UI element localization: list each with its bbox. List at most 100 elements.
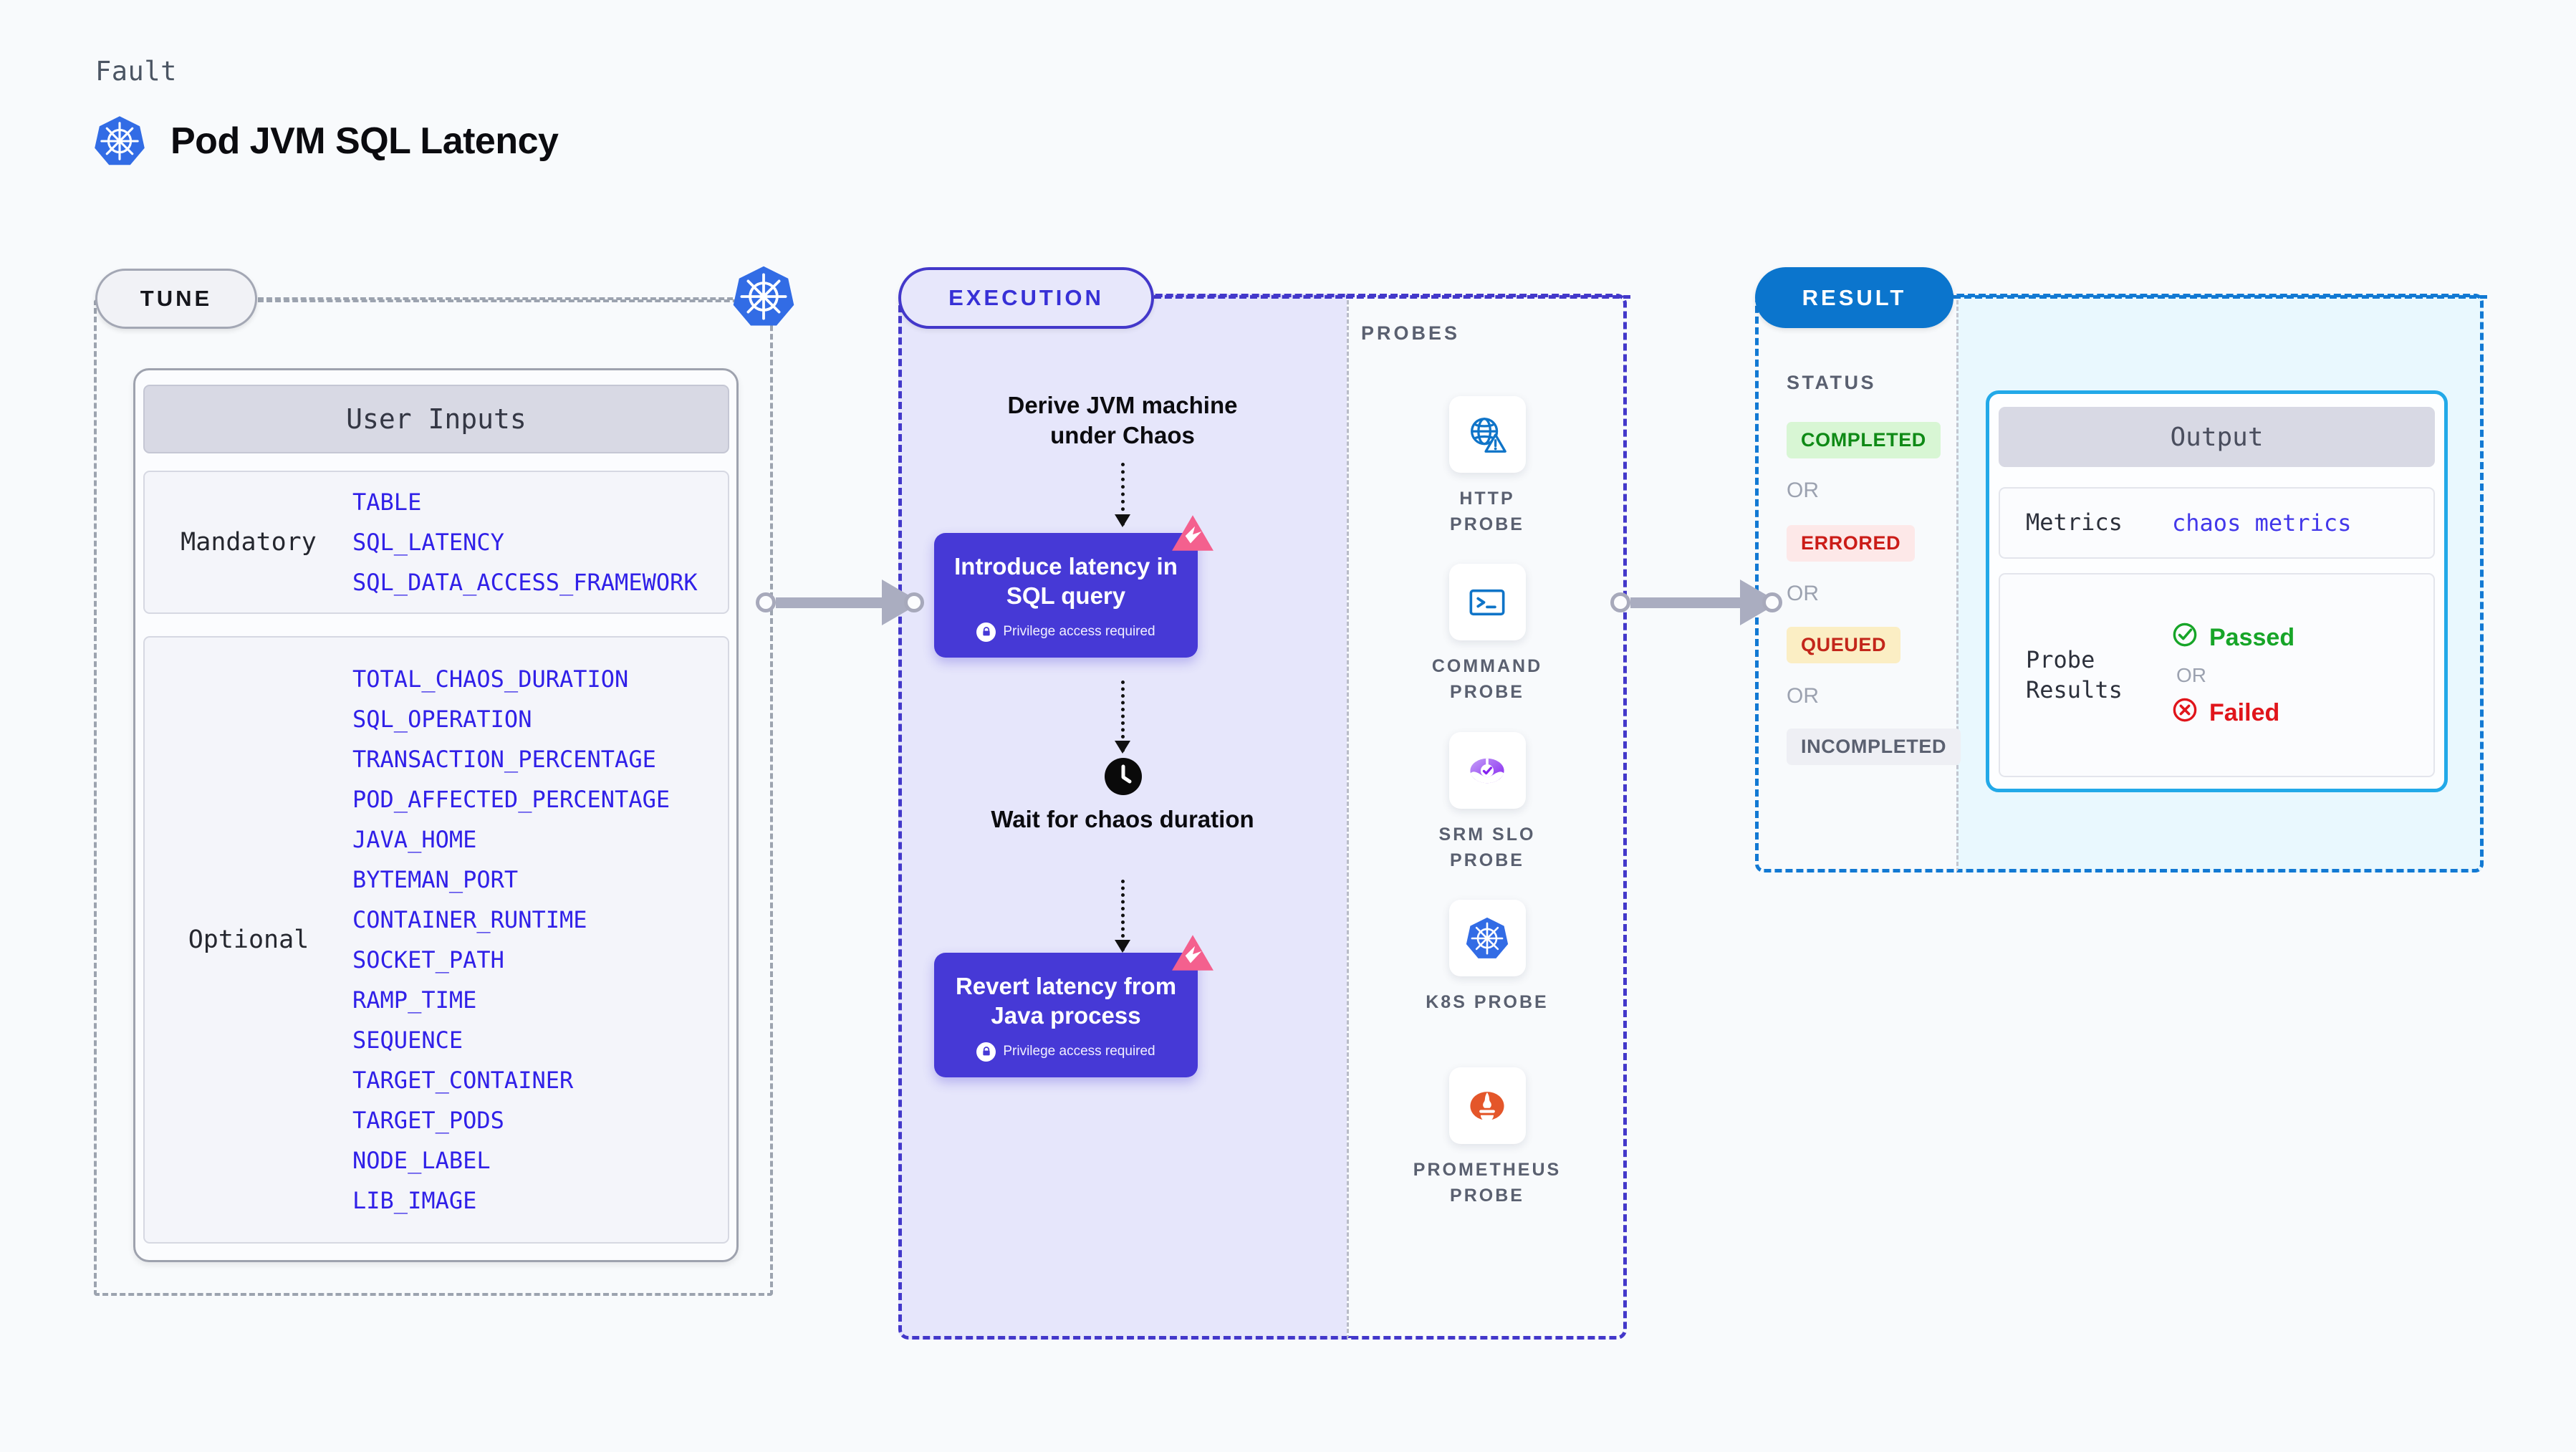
connector-tune-to-execution [756, 580, 924, 625]
optional-group-label: Optional [188, 925, 309, 954]
probe-failed-label: Failed [2209, 698, 2280, 726]
param-item[interactable]: BYTEMAN_PORT [352, 866, 519, 893]
connector-end-dot [1762, 592, 1782, 612]
arrow-shaft [1121, 880, 1125, 951]
param-item[interactable]: TARGET_PODS [352, 1107, 504, 1134]
kubernetes-icon [93, 115, 146, 168]
action-box-introduce-latency[interactable]: Introduce latency in SQL query Privilege… [934, 515, 1213, 658]
tune-region [94, 299, 773, 1296]
status-title: STATUS [1787, 372, 1876, 393]
output-row-metrics: Metrics chaos metrics [1999, 487, 2435, 559]
probe-label: PROMETHEUS PROBE [1413, 1160, 1562, 1206]
arrow-shaft [1121, 681, 1125, 752]
connector-bar [776, 597, 883, 608]
connector-start-dot [1610, 592, 1630, 612]
param-item[interactable]: CONTAINER_RUNTIME [352, 906, 587, 933]
output-metrics-value[interactable]: chaos metrics [2172, 509, 2352, 537]
param-item[interactable]: RAMP_TIME [352, 986, 477, 1014]
status-or: OR [1787, 582, 1819, 605]
action-note: Privilege access required [1003, 624, 1155, 639]
kubernetes-icon [1448, 900, 1526, 976]
param-item[interactable]: SQL_OPERATION [352, 706, 532, 733]
execution-flow: Derive JVM machine under Chaos Introduce… [898, 294, 1347, 1340]
mandatory-group: Mandatory TABLE SQL_LATENCY SQL_DATA_ACC… [143, 471, 729, 614]
status-badge-completed: COMPLETED [1787, 422, 1941, 458]
param-item[interactable]: SQL_LATENCY [352, 529, 504, 556]
result-pill[interactable]: RESULT [1755, 267, 1953, 328]
fault-kicker: Fault [95, 56, 177, 87]
lock-icon [976, 622, 996, 642]
connector-probes-to-result [1610, 580, 1782, 625]
status-badge-incompleted: INCOMPLETED [1787, 729, 1961, 765]
probe-prometheus[interactable]: PROMETHEUS PROBE [1413, 1067, 1559, 1209]
tune-pill[interactable]: TUNE [95, 269, 257, 329]
flow-arrow [1115, 681, 1130, 754]
param-item[interactable]: NODE_LABEL [352, 1147, 491, 1174]
page-title: Pod JVM SQL Latency [93, 115, 559, 168]
srm-slo-icon [1448, 732, 1526, 809]
arrow-head [1115, 514, 1130, 527]
output-header: Output [1999, 407, 2435, 467]
execution-pill[interactable]: EXECUTION [898, 267, 1154, 329]
probes-title: PROBES [1361, 322, 1461, 344]
param-item[interactable]: TOTAL_CHAOS_DURATION [352, 665, 629, 693]
arrow-head [1115, 741, 1130, 754]
flow-arrow [1115, 463, 1130, 527]
output-probe-results-key: Probe Results [2026, 645, 2123, 703]
tune-header-dashed-line [258, 297, 741, 300]
probe-command[interactable]: COMMAND PROBE [1421, 564, 1554, 706]
prometheus-icon [1448, 1067, 1526, 1144]
status-or: OR [1787, 479, 1819, 502]
user-inputs-header: User Inputs [143, 385, 729, 453]
output-row-probe-results: Probe Results Passed OR [1999, 573, 2435, 777]
param-item[interactable]: SEQUENCE [352, 1027, 463, 1054]
page-title-text: Pod JVM SQL Latency [170, 120, 559, 162]
probe-label: COMMAND PROBE [1431, 656, 1543, 703]
probe-k8s[interactable]: K8S PROBE [1421, 900, 1554, 1015]
action-note-row: Privilege access required [947, 622, 1185, 642]
globe-warning-icon [1448, 396, 1526, 473]
param-item[interactable]: LIB_IMAGE [352, 1187, 477, 1214]
action-note-row: Privilege access required [947, 1042, 1185, 1062]
connector-end-dot [904, 592, 924, 612]
action-note: Privilege access required [1003, 1044, 1155, 1059]
optional-group: Optional TOTAL_CHAOS_DURATION SQL_OPERAT… [143, 636, 729, 1244]
step-wait-label: Wait for chaos duration [991, 806, 1254, 832]
probe-passed-label: Passed [2209, 623, 2295, 651]
mandatory-items: TABLE SQL_LATENCY SQL_DATA_ACCESS_FRAMEW… [352, 491, 698, 594]
param-item[interactable]: TRANSACTION_PERCENTAGE [352, 746, 656, 773]
probe-results-values: Passed OR Failed [2172, 622, 2294, 729]
param-item[interactable]: SQL_DATA_ACCESS_FRAMEWORK [352, 569, 698, 596]
litmus-icon [1171, 514, 1215, 552]
param-item[interactable]: POD_AFFECTED_PERCENTAGE [352, 786, 671, 813]
execution-header-dashed-line [1154, 295, 1630, 299]
probe-results-or: OR [2176, 663, 2206, 686]
kubernetes-icon [731, 264, 796, 329]
probe-result-failed: Failed [2172, 697, 2294, 729]
status-or: OR [1787, 684, 1819, 708]
param-item[interactable]: JAVA_HOME [352, 826, 477, 853]
terminal-icon [1448, 564, 1526, 640]
lock-icon [976, 1042, 996, 1062]
x-circle-icon [2172, 697, 2198, 729]
arrow-shaft [1121, 463, 1125, 526]
param-item[interactable]: SOCKET_PATH [352, 946, 504, 973]
litmus-icon [1171, 933, 1215, 972]
mandatory-group-label: Mandatory [181, 528, 317, 557]
probe-srm-slo[interactable]: SRM SLO PROBE [1421, 732, 1554, 874]
action-title: Introduce latency in SQL query [954, 553, 1178, 610]
param-item[interactable]: TARGET_CONTAINER [352, 1067, 574, 1094]
action-box-revert-latency[interactable]: Revert latency from Java process Privile… [934, 935, 1213, 1077]
probe-label: SRM SLO PROBE [1438, 824, 1536, 871]
probe-result-passed: Passed [2172, 622, 2294, 654]
result-header-dashed-line [1953, 295, 2487, 299]
param-item[interactable]: TABLE [352, 489, 422, 516]
status-badge-errored: ERRORED [1787, 525, 1916, 562]
probe-http[interactable]: HTTP PROBE [1421, 396, 1554, 538]
flow-arrow [1115, 880, 1130, 953]
step-derive-label: Derive JVM machine under Chaos [1007, 392, 1238, 448]
probe-label: K8S PROBE [1426, 992, 1549, 1012]
action-title: Revert latency from Java process [955, 973, 1177, 1029]
probe-label: HTTP PROBE [1450, 489, 1524, 535]
